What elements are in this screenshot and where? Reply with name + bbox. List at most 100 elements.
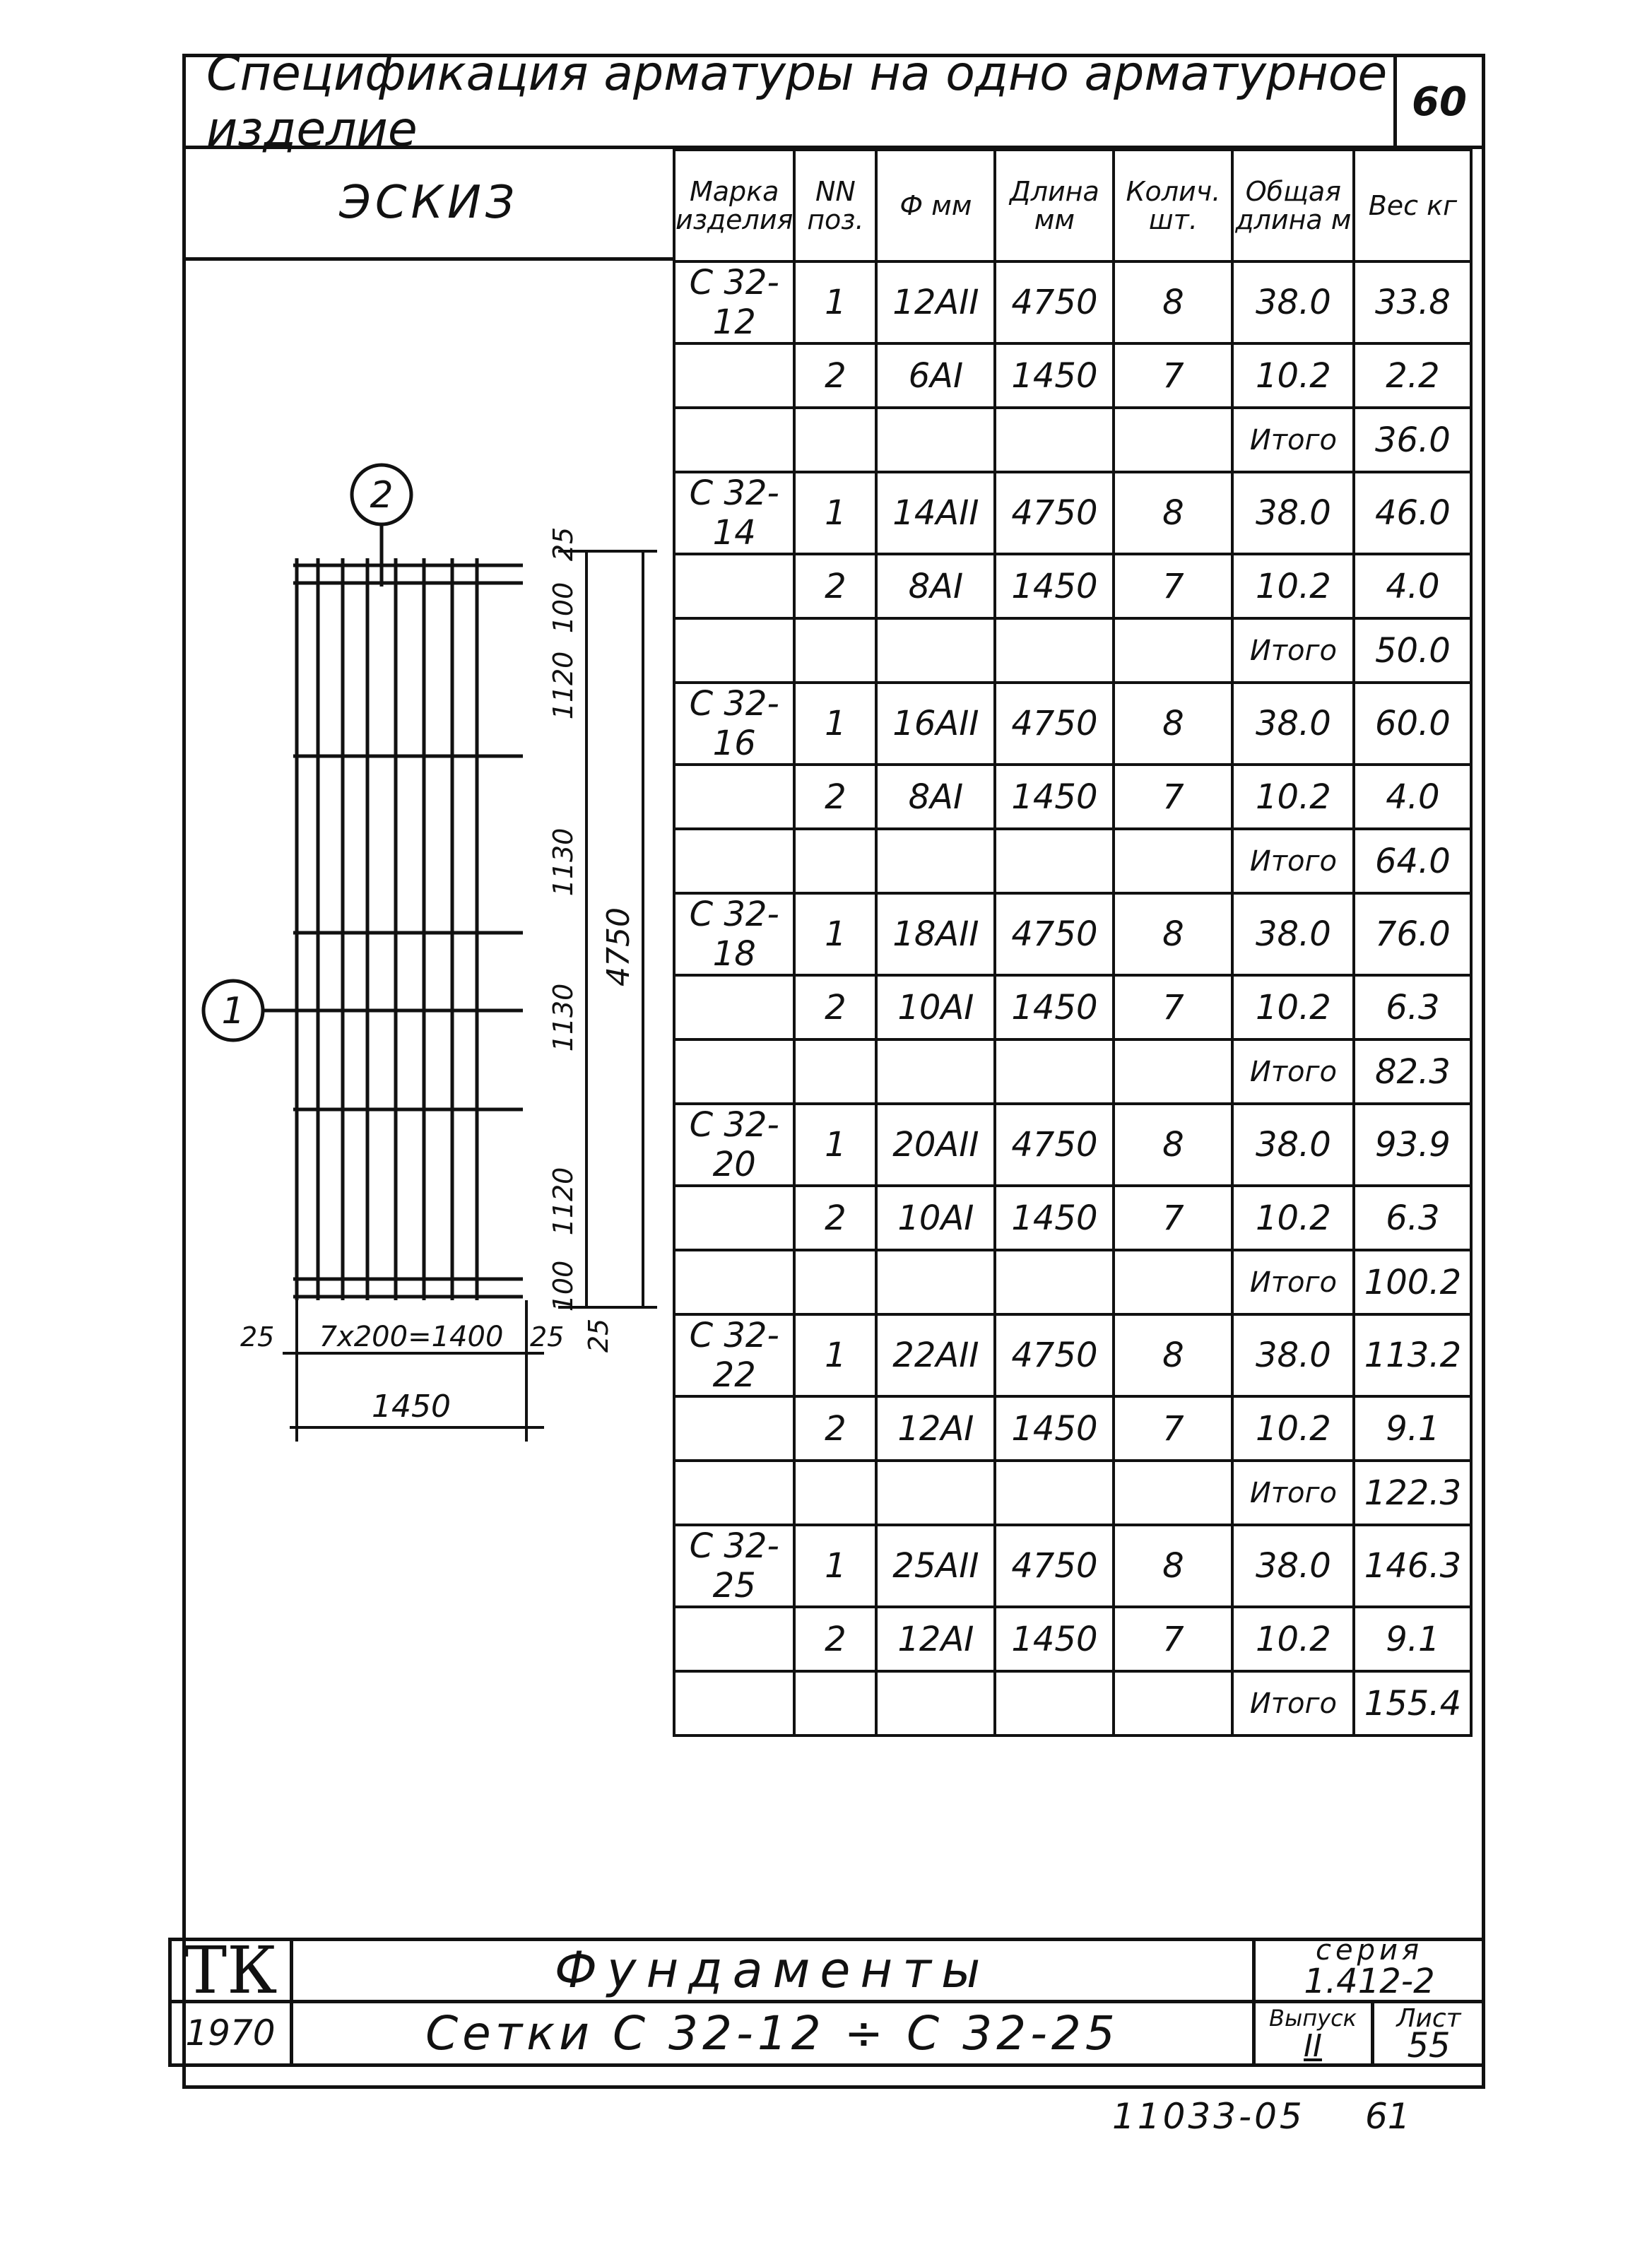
cell-length	[993, 1038, 1116, 1105]
cell-mark	[672, 1395, 796, 1462]
marker-2-circle	[350, 463, 413, 526]
col-header-total-length: Общая длина м	[1231, 148, 1356, 263]
header-divider	[1393, 57, 1397, 147]
cell-quantity	[1112, 1249, 1234, 1316]
spec-title: Спецификация арматуры на одно арматурное…	[206, 46, 1388, 158]
issue-value: II	[1304, 2027, 1322, 2064]
dim-v-7: 25	[583, 1319, 614, 1353]
cell-diameter	[875, 1670, 997, 1737]
cell-length: 4750	[993, 681, 1116, 766]
title-block-bottom-rule	[168, 2063, 1484, 2067]
cell-diameter: 20АII	[875, 1102, 997, 1187]
cell-total-length: 38.0	[1231, 1313, 1356, 1398]
cell-total-length: 10.2	[1231, 763, 1356, 830]
cell-pos: 1	[793, 1102, 878, 1187]
cell-quantity: 8	[1112, 892, 1234, 977]
cell-diameter	[875, 1249, 997, 1316]
cell-pos	[793, 1670, 878, 1737]
cell-mark	[672, 553, 796, 620]
header-rule	[185, 146, 1482, 149]
marker-2-label: 2	[370, 474, 393, 517]
cell-total-length: Итого	[1231, 1038, 1356, 1105]
cell-pos: 2	[793, 763, 878, 830]
cell-pos: 1	[793, 681, 878, 766]
cell-total-length: 10.2	[1231, 1605, 1356, 1673]
series-value: 1.412-2	[1304, 1962, 1435, 2001]
cell-total-length: Итого	[1231, 1249, 1356, 1316]
cell-weight: 113.2	[1352, 1313, 1473, 1398]
cell-diameter: 12АI	[875, 1395, 997, 1462]
cell-diameter: 8АI	[875, 763, 997, 830]
cell-diameter: 16АII	[875, 681, 997, 766]
cell-quantity	[1112, 406, 1234, 473]
title-block-mid-rule	[168, 2000, 1484, 2003]
cell-length: 1450	[993, 974, 1116, 1041]
cell-mark	[672, 1184, 796, 1251]
cell-length: 4750	[993, 260, 1116, 345]
dim-v-2: 1120	[548, 652, 579, 720]
cell-pos: 2	[793, 342, 878, 409]
cell-mark	[672, 1249, 796, 1316]
cell-mark	[672, 1605, 796, 1673]
cell-weight: 46.0	[1352, 471, 1473, 555]
cell-quantity: 7	[1112, 1605, 1234, 1673]
marker-1-label: 1	[221, 990, 244, 1032]
cell-quantity	[1112, 1459, 1234, 1526]
dim-v-6: 100	[548, 1261, 579, 1312]
spec-table: Марка изделия NN поз. Ф мм Длина мм Коли…	[672, 148, 1473, 1737]
dim-total-width: 1450	[372, 1389, 451, 1425]
cell-pos	[793, 406, 878, 473]
cell-total-length: 38.0	[1231, 260, 1356, 345]
cell-length: 1450	[993, 553, 1116, 620]
cell-diameter: 18АII	[875, 892, 997, 977]
cell-pos	[793, 617, 878, 684]
cell-total-length: 38.0	[1231, 471, 1356, 555]
title-block-divider-3	[1371, 2001, 1374, 2065]
cell-length: 4750	[993, 1524, 1116, 1608]
cell-pos: 1	[793, 260, 878, 345]
drawing-title: Фундаменты	[554, 1941, 991, 1999]
dim-v-0: 25	[548, 527, 579, 561]
cell-quantity: 7	[1112, 342, 1234, 409]
cell-total-length: 10.2	[1231, 974, 1356, 1041]
cell-mark	[672, 1459, 796, 1526]
cell-length: 1450	[993, 1395, 1116, 1462]
year: 1970	[185, 2013, 276, 2054]
cell-quantity: 8	[1112, 681, 1234, 766]
title-block-top-rule	[168, 1938, 1484, 1941]
cell-weight: 146.3	[1352, 1524, 1473, 1608]
cell-diameter	[875, 406, 997, 473]
cell-total-length: 38.0	[1231, 681, 1356, 766]
cell-quantity	[1112, 827, 1234, 895]
cell-total-length: 10.2	[1231, 1184, 1356, 1251]
cell-total-length: 38.0	[1231, 1524, 1356, 1608]
dim-bottom-inner: 7x200=1400	[319, 1321, 504, 1353]
cell-diameter: 12АI	[875, 1605, 997, 1673]
title-block-left-rule	[168, 1938, 172, 2065]
drawing-frame	[182, 54, 1485, 2089]
cell-total-length: Итого	[1231, 1459, 1356, 1526]
cell-mark: С 32-16	[672, 681, 796, 766]
col-header-length: Длина мм	[993, 148, 1116, 263]
org-mark: ТК	[183, 1932, 278, 2008]
cell-diameter: 8АI	[875, 553, 997, 620]
dim-bottom-right: 25	[530, 1321, 564, 1353]
cell-mark: С 32-25	[672, 1524, 796, 1608]
cell-total-length: 38.0	[1231, 892, 1356, 977]
cell-diameter: 10АI	[875, 1184, 997, 1251]
cell-weight: 64.0	[1352, 827, 1473, 895]
cell-pos	[793, 827, 878, 895]
sheet-value: 55	[1407, 2026, 1451, 2066]
col-header-diameter: Ф мм	[875, 148, 997, 263]
cell-mark	[672, 974, 796, 1041]
cell-length: 1450	[993, 763, 1116, 830]
